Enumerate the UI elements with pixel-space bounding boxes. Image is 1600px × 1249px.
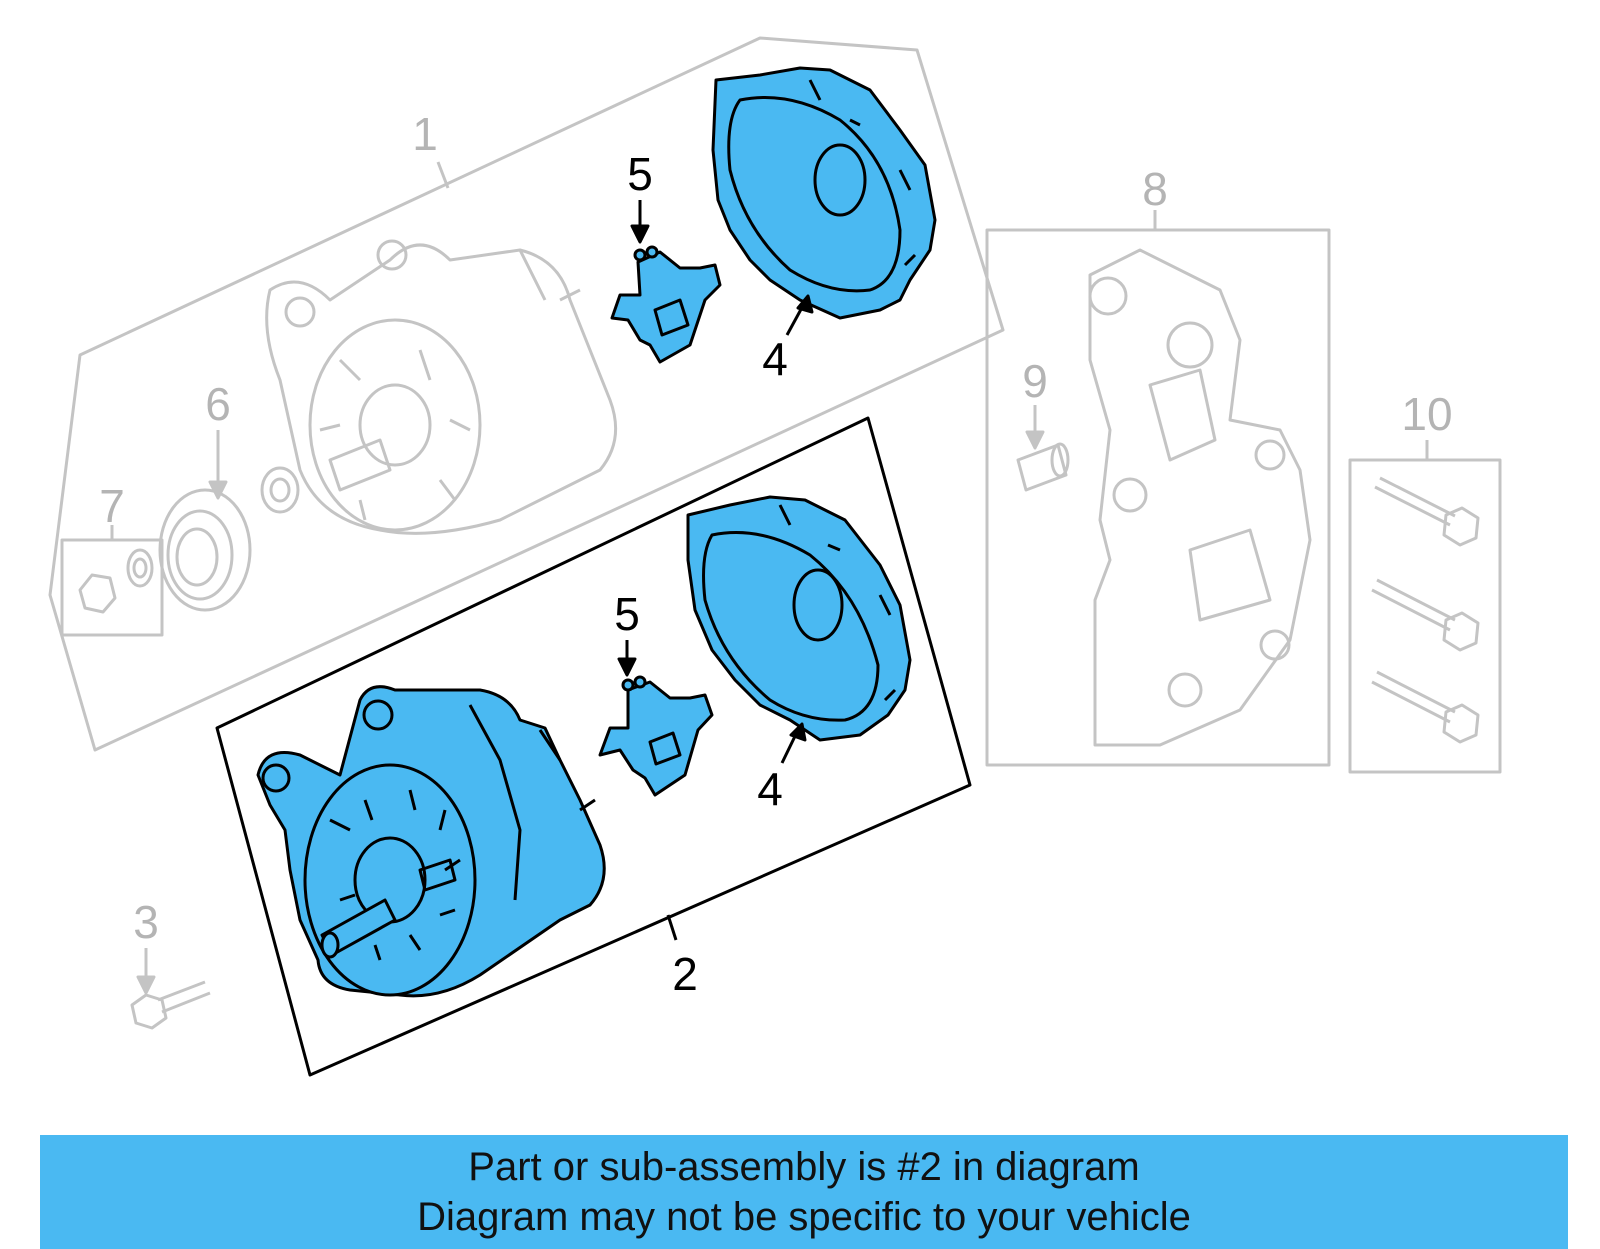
ghost-alternator bbox=[265, 239, 618, 535]
top-rear-cover bbox=[711, 66, 937, 320]
callout-6: 6 bbox=[205, 378, 231, 430]
callout-3: 3 bbox=[133, 896, 159, 948]
bottom-regulator bbox=[598, 675, 714, 797]
ghost-bushing bbox=[1016, 442, 1070, 492]
ghost-bracket bbox=[1088, 248, 1312, 747]
ghost-bolts bbox=[1371, 476, 1480, 744]
assembly-1-outline bbox=[48, 36, 1005, 752]
callout-1: 1 bbox=[412, 108, 438, 160]
top-regulator bbox=[610, 245, 722, 364]
callout-3-arrowhead bbox=[136, 975, 156, 995]
callout-5-top: 5 bbox=[627, 148, 653, 200]
banner-line-1: Part or sub-assembly is #2 in diagram bbox=[468, 1145, 1140, 1189]
bottom-cover-arrowhead bbox=[789, 722, 807, 742]
alternator bbox=[256, 685, 606, 998]
top-regulator-arrowhead bbox=[630, 224, 650, 244]
callout-7: 7 bbox=[99, 480, 125, 532]
bottom-rear-cover bbox=[686, 495, 912, 742]
callout-1-leader bbox=[436, 161, 450, 189]
ghost-nut-washer bbox=[60, 538, 164, 637]
ghost-bolt-3 bbox=[130, 980, 211, 1030]
callout-9-arrowhead bbox=[1025, 430, 1045, 450]
ghost-pulley bbox=[158, 466, 300, 612]
callout-10: 10 bbox=[1401, 388, 1452, 440]
callout-5-bottom: 5 bbox=[614, 588, 640, 640]
bottom-regulator-arrowhead bbox=[617, 657, 637, 677]
ghost-parts bbox=[48, 36, 1502, 1030]
callout-9: 9 bbox=[1022, 355, 1048, 407]
callout-4-top: 4 bbox=[762, 333, 788, 385]
callout-4-bottom: 4 bbox=[757, 763, 783, 815]
callout-6-arrowhead bbox=[208, 480, 228, 500]
bracket-box bbox=[985, 228, 1331, 767]
banner-line-2: Diagram may not be specific to your vehi… bbox=[417, 1195, 1191, 1239]
top-cover-arrowhead bbox=[796, 294, 814, 314]
callout-2-leader bbox=[666, 914, 678, 941]
info-banner: Part or sub-assembly is #2 in diagram Di… bbox=[40, 1135, 1568, 1249]
assembly-2-outline bbox=[215, 416, 972, 1077]
bolts-box bbox=[1348, 458, 1502, 774]
callout-8: 8 bbox=[1142, 163, 1168, 215]
callout-2: 2 bbox=[672, 948, 698, 1000]
highlighted-parts bbox=[215, 66, 972, 1077]
